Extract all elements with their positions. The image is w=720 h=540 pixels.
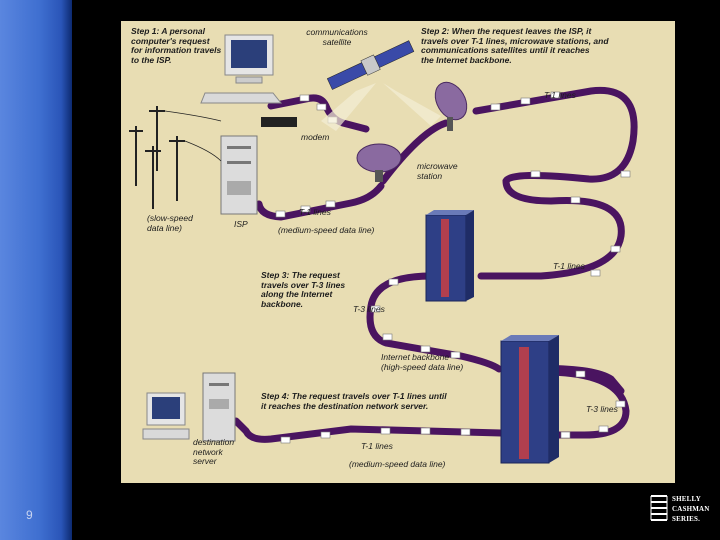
step2-label: Step 2: When the request leaves the ISP,…	[421, 26, 609, 65]
t1-bottom-line	[232, 417, 505, 443]
modem-icon	[261, 117, 297, 127]
personal-computer-icon	[200, 34, 283, 104]
microwave-station-dish-icon	[356, 143, 402, 182]
utility-poles-icon	[129, 106, 222, 209]
step3-label: Step 3: The request travels over T-3 lin…	[261, 270, 346, 309]
medium-speed-bottom-label: (medium-speed data line)	[349, 459, 446, 469]
backbone-mainframe-right-icon	[500, 335, 559, 464]
slow-speed-label: (slow-speed data line)	[147, 213, 193, 233]
t1-mid-label: T-1 lines	[299, 207, 331, 217]
page-number: 9	[26, 508, 33, 522]
destination-server-label: destination network server	[193, 437, 235, 466]
isp-label: ISP	[234, 219, 248, 229]
t1-top-label: T-1 lines	[544, 90, 576, 100]
t1-right-label: T-1 lines	[553, 261, 585, 271]
modem-label: modem	[301, 132, 330, 142]
logo-text: SHELLY CASHMAN SERIES.	[672, 495, 710, 523]
communications-satellite-icon	[321, 40, 441, 131]
backbone-mainframe-left-icon	[425, 210, 474, 302]
diagram-artwork	[129, 34, 638, 464]
book-stack-icon	[650, 495, 668, 521]
microwave-to-dish-line	[379, 119, 450, 185]
destination-computer-icon	[142, 392, 190, 440]
microwave-dish-upper-icon	[434, 81, 468, 131]
t1-bottom-label: T-1 lines	[361, 441, 393, 451]
step4-label: Step 4: The request travels over T-1 lin…	[261, 391, 447, 411]
medium-speed-mid-label: (medium-speed data line)	[278, 225, 375, 235]
internet-request-diagram: Step 1: A personal computer's request fo…	[121, 21, 675, 483]
blue-sidebar	[0, 0, 72, 540]
microwave-station-label: microwave station	[417, 161, 458, 181]
t3-left-label: T-3 lines	[353, 304, 385, 314]
internet-backbone-label: Internet backbone (high-speed data line)	[381, 352, 464, 372]
isp-server-icon	[220, 135, 258, 215]
comm-satellite-label: communications satellite	[306, 27, 368, 47]
t3-right-line	[512, 368, 630, 439]
destination-server-icon	[202, 372, 236, 442]
step1-label: Step 1: A personal computer's request fo…	[131, 26, 222, 65]
t3-right-label: T-3 lines	[586, 404, 618, 414]
shelly-cashman-logo: SHELLY CASHMAN SERIES.	[648, 492, 714, 528]
isp-to-microwave-line	[255, 182, 385, 221]
t1-top-line	[472, 86, 638, 280]
